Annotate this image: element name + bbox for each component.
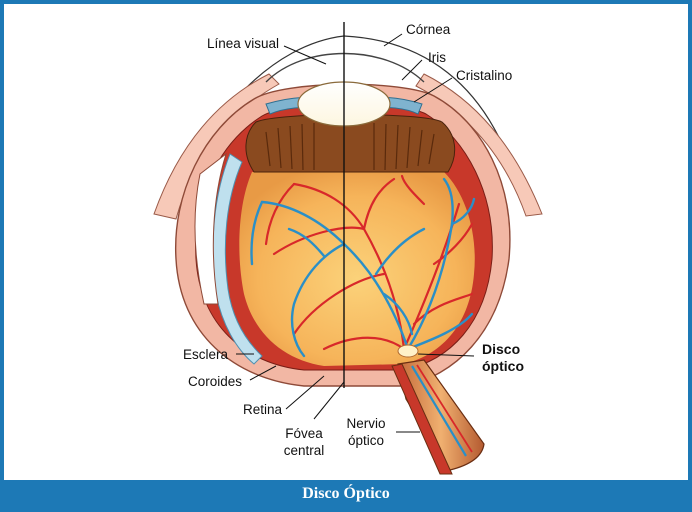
caption-bar: Disco Óptico (4, 480, 688, 508)
label-retina: Retina (243, 402, 283, 417)
eye-diagram-panel: Línea visual Córnea Iris Cristalino Escl… (4, 4, 688, 480)
label-cornea: Córnea (406, 22, 451, 37)
label-linea-visual: Línea visual (207, 36, 279, 51)
label-iris: Iris (428, 50, 446, 65)
label-disco-line1: Disco (482, 341, 520, 357)
label-fovea-line2: central (284, 443, 325, 458)
figure-caption: Disco Óptico (302, 485, 390, 503)
label-nervio-line1: Nervio (346, 416, 385, 431)
label-coroides: Coroides (188, 374, 242, 389)
label-disco-line2: óptico (482, 358, 524, 374)
label-fovea-line1: Fóvea (285, 426, 323, 441)
label-nervio-line2: óptico (348, 433, 384, 448)
cornea (266, 54, 424, 83)
label-cristalino: Cristalino (456, 68, 512, 83)
eye-anatomy-diagram: Línea visual Córnea Iris Cristalino Escl… (4, 4, 688, 480)
optic-disc (398, 345, 418, 357)
label-esclera: Esclera (183, 347, 229, 362)
